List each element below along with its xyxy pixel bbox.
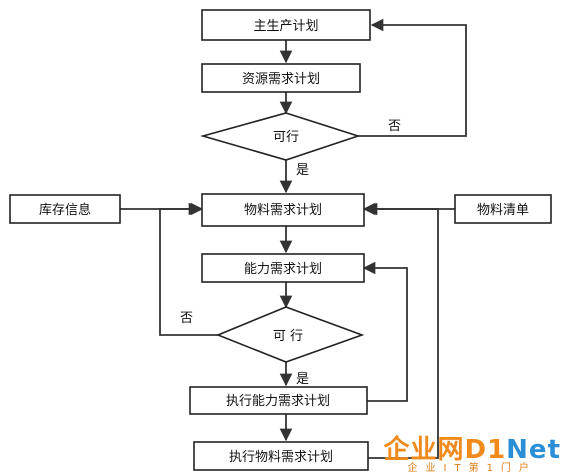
edge-exec-crp-to-crp (362, 261, 408, 402)
edge-exec-mrp-to-mrp (364, 202, 439, 459)
edge-feasible1-no-to-mps (358, 18, 467, 137)
node-exec-mrp-box (193, 441, 369, 471)
node-mrp-label: 物料需求计划 (244, 203, 322, 218)
watermark-brand-d: D (464, 435, 488, 465)
label-no-1: 否 (388, 119, 401, 134)
node-feasible2-diamond (215, 306, 365, 363)
watermark-logo: 企业网D1Net 企业IT第1门户 (383, 437, 561, 474)
edge-feasible2-no-to-mrp (159, 202, 218, 336)
label-yes-2: 是 (296, 372, 309, 387)
node-feasible1-label: 可行 (273, 130, 299, 145)
node-rrp-label: 资源需求计划 (242, 72, 320, 87)
node-mps-label: 主生产计划 (253, 19, 318, 34)
watermark-brand-net: Net (506, 435, 561, 465)
nodes: 主生产计划 资源需求计划 可行 库存信息 物料需求计划 物料清单 能力需求计划 … (9, 9, 552, 471)
node-crp-label: 能力需求计划 (244, 262, 322, 277)
watermark-brand-cn: 企业网 (383, 435, 465, 465)
label-no-2: 否 (180, 311, 193, 326)
node-feasible2-label: 可 行 (273, 329, 303, 344)
watermark-brand-i: 1 (487, 435, 507, 465)
node-rrp-box (201, 63, 361, 93)
node-inventory-label: 库存信息 (39, 202, 91, 218)
node-feasible1-diamond (200, 112, 361, 161)
node-mrp-box (201, 193, 365, 227)
watermark-tagline: 企业IT第1门户 (407, 463, 537, 474)
watermark-brand: 企业网D1Net (383, 437, 561, 463)
edges (120, 18, 467, 459)
node-crp-box (201, 253, 365, 283)
node-bom-box (454, 194, 552, 224)
label-yes-1: 是 (296, 163, 309, 178)
edge-labels: 否 是 否 是 (180, 119, 401, 387)
node-exec-mrp-label: 执行物料需求计划 (229, 450, 333, 465)
node-inventory-box (9, 194, 121, 224)
node-exec-crp-box (189, 386, 368, 415)
node-exec-crp-label: 执行能力需求计划 (226, 394, 330, 409)
node-mps-box (201, 9, 371, 41)
node-bom-label: 物料清单 (477, 203, 529, 218)
